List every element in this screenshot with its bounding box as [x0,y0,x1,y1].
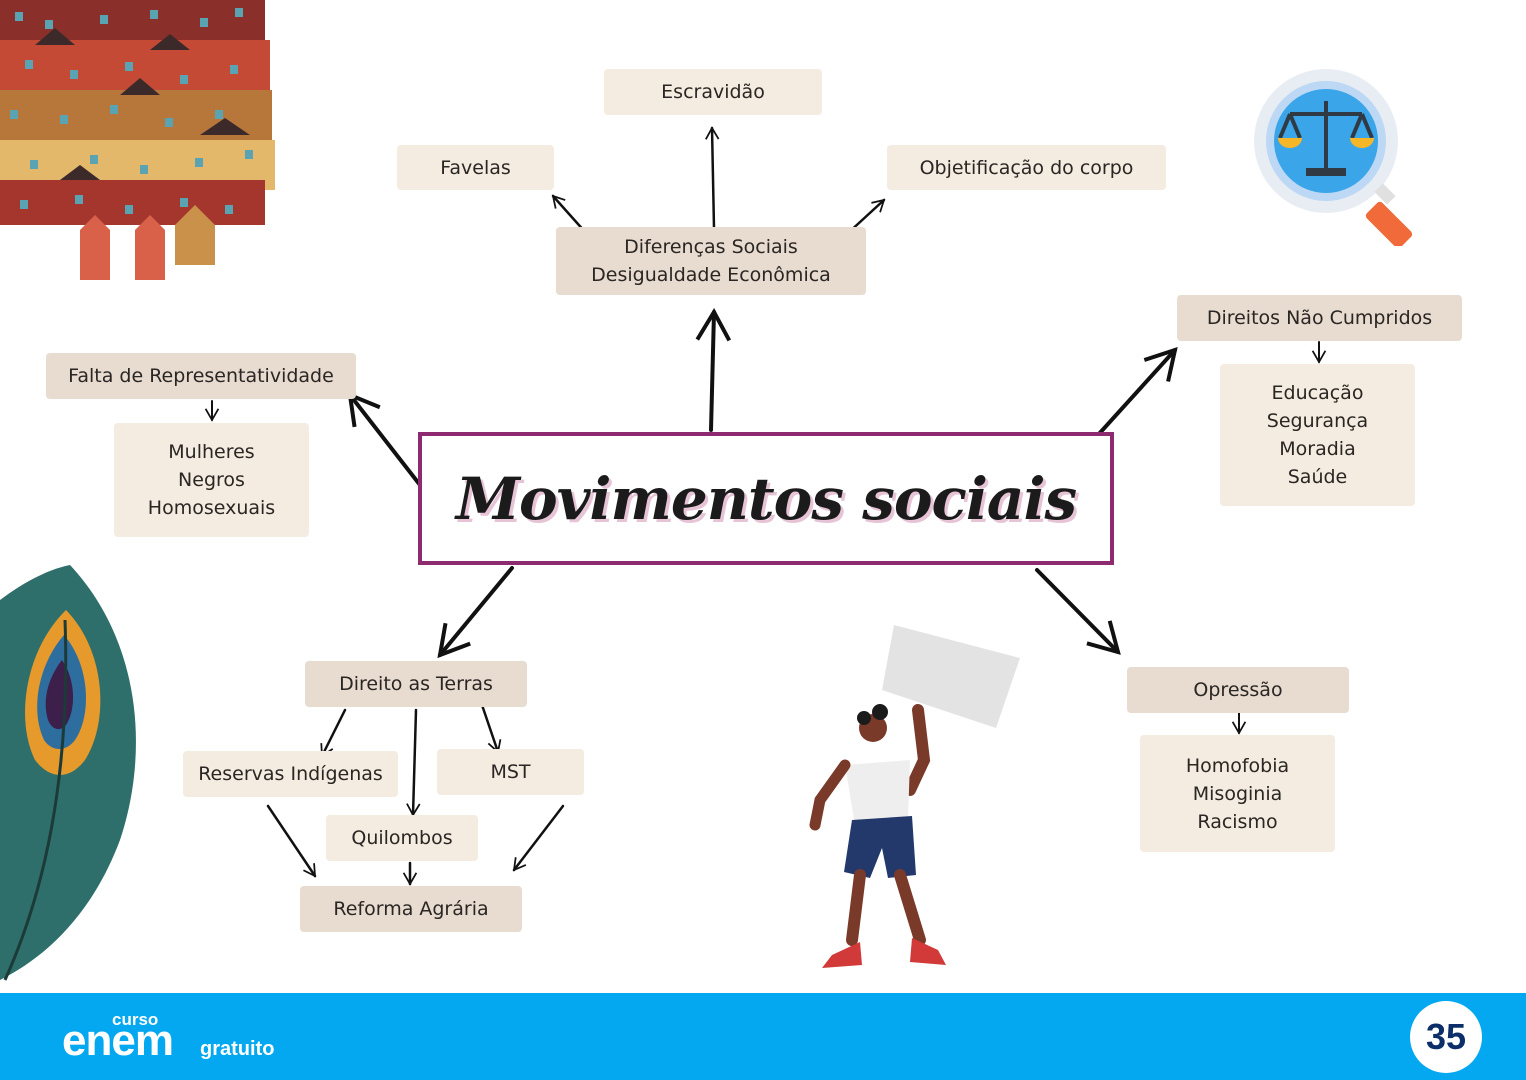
arrow-reservas-to-reforma [266,804,317,878]
node-diferencas-line1: Diferenças Sociais [624,236,798,258]
node-opressao: Opressão [1127,667,1349,713]
peacock-feather-illustration [0,565,136,981]
arrow-to-opressao [1035,568,1121,655]
list-item: Segurança [1266,410,1369,432]
node-mst-label: MST [490,761,531,783]
list-item: Homofobia [1185,754,1290,777]
node-representatividade-list: Mulheres Negros Homosexuais [114,423,309,537]
node-representatividade: Falta de Representatividade [46,353,356,399]
justice-scale-magnifier-icon [1254,69,1413,246]
node-direitos-list: Educação Segurança Moradia Saúde [1220,364,1415,506]
list-item: Misoginia [1192,782,1283,805]
arrow-to-quilombos [406,708,421,817]
node-terras-label: Direito as Terras [339,673,493,695]
node-favelas-label: Favelas [440,156,511,179]
list-item: Mulheres [168,441,255,463]
node-diferencas-line2: Desigualdade Econômica [591,264,831,286]
arrow-to-direitos [1096,347,1178,437]
arrow-to-reservas [320,708,347,758]
node-reservas: Reservas Indígenas [183,751,398,797]
node-mst: MST [437,749,584,795]
brand-logo-main: enem [62,1016,174,1065]
node-quilombos: Quilombos [326,815,478,861]
node-objetificacao: Objetificação do corpo [887,145,1166,190]
node-diferencas: Diferenças Sociais Desigualdade Econômic… [556,227,866,295]
list-item: Homosexuais [147,497,276,519]
arrow-to-terras [437,566,514,659]
footer-bar [0,993,1526,1080]
brand-logo-sub: gratuito [200,1038,275,1060]
node-favelas: Favelas [397,145,554,190]
node-representatividade-label: Falta de Representatividade [68,365,334,387]
node-direitos: Direitos Não Cumpridos [1177,295,1462,341]
node-escravidao-label: Escravidão [661,81,765,103]
node-opressao-label: Opressão [1193,679,1283,701]
protester-with-sign-illustration [809,625,1020,968]
node-opressao-list: Homofobia Misoginia Racismo [1140,735,1335,852]
arrow-to-mst [480,703,502,754]
page-number: 35 [1425,1016,1467,1057]
list-item: Racismo [1197,810,1278,833]
node-quilombos-label: Quilombos [351,827,453,849]
list-item: Educação [1271,382,1364,404]
central-title: Movimentos sociais [455,464,1077,533]
central-title-box: Movimentos sociais [418,432,1114,565]
arrow-to-escravidao [705,126,720,230]
connector-arrows [204,126,1327,886]
node-objetificacao-label: Objetificação do corpo [919,156,1134,179]
node-reservas-label: Reservas Indígenas [198,763,383,785]
houses-illustration [0,0,275,280]
arrow-to-favelas [551,194,588,235]
node-direitos-label: Direitos Não Cumpridos [1206,307,1433,329]
arrow-mst-to-reforma [512,804,565,872]
arrow-to-representatividade [347,391,422,487]
node-reforma: Reforma Agrária [300,886,522,932]
brand-logo-top: curso [112,1010,159,1029]
arrow-to-diferencas [695,307,732,432]
node-reforma-label: Reforma Agrária [333,898,489,920]
node-escravidao: Escravidão [604,69,822,115]
list-item: Moradia [1279,438,1356,460]
list-item: Saúde [1287,466,1348,488]
node-terras: Direito as Terras [305,661,527,707]
list-item: Negros [178,469,245,491]
page-number-badge: 35 [1410,1001,1482,1073]
brand-logo[interactable]: curso enem gratuito [62,1008,322,1068]
